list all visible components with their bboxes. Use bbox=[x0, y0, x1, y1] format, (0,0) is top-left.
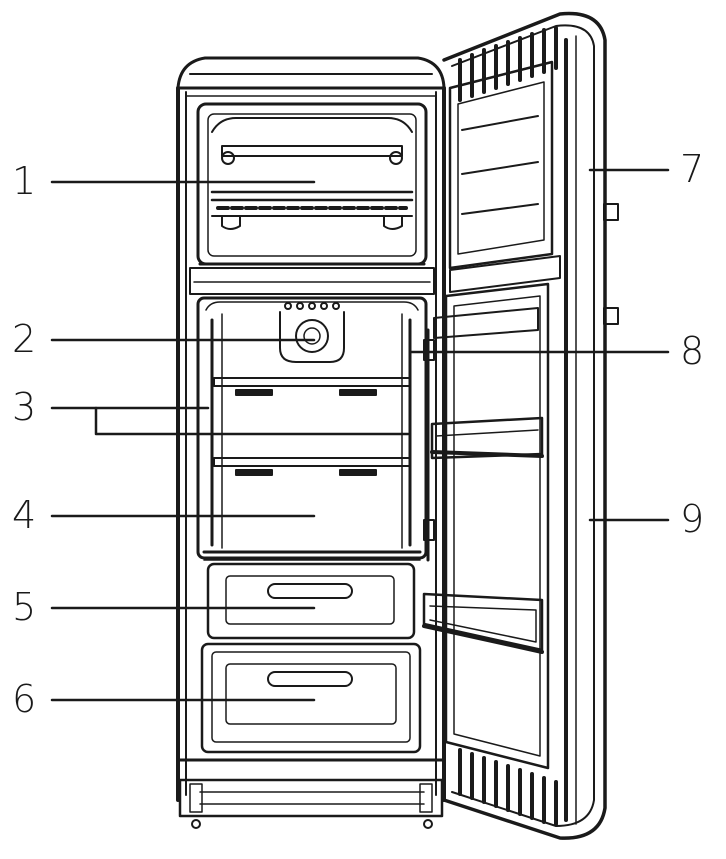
fridge-compartment bbox=[198, 298, 426, 558]
fridge-door-panel bbox=[446, 284, 548, 768]
glass-shelf-upper bbox=[214, 378, 410, 395]
glass-shelf-lower bbox=[214, 458, 410, 475]
leader-line-3-bracket bbox=[94, 406, 410, 436]
freezer-door-panel bbox=[450, 62, 560, 292]
cabinet-base bbox=[178, 760, 444, 828]
cabinet-body bbox=[178, 58, 444, 800]
crisper-drawer-lower bbox=[202, 644, 420, 752]
compartment-divider bbox=[190, 268, 434, 294]
door-hinge-strip bbox=[424, 330, 434, 560]
callout-9: 9 bbox=[680, 497, 705, 541]
callout-6: 6 bbox=[12, 677, 37, 721]
door-shelf-middle bbox=[432, 418, 542, 458]
light-thermostat-unit bbox=[280, 312, 344, 362]
crisper-drawer-upper bbox=[208, 564, 414, 638]
callout-1: 1 bbox=[12, 159, 37, 203]
callout-8: 8 bbox=[680, 329, 705, 373]
door-gasket bbox=[460, 28, 576, 824]
bottom-shelf bbox=[204, 552, 420, 560]
door-shelf-upper bbox=[434, 308, 538, 338]
callout-4: 4 bbox=[12, 493, 37, 537]
callout-7: 7 bbox=[680, 147, 705, 191]
door-shelf-lower bbox=[424, 594, 542, 652]
leader-lines bbox=[52, 170, 668, 700]
door-hinges bbox=[604, 204, 618, 324]
door-outer bbox=[444, 14, 605, 839]
callout-3: 3 bbox=[12, 385, 37, 429]
callout-2: 2 bbox=[12, 317, 37, 361]
freezer-compartment bbox=[198, 104, 426, 264]
callout-5: 5 bbox=[12, 585, 37, 629]
